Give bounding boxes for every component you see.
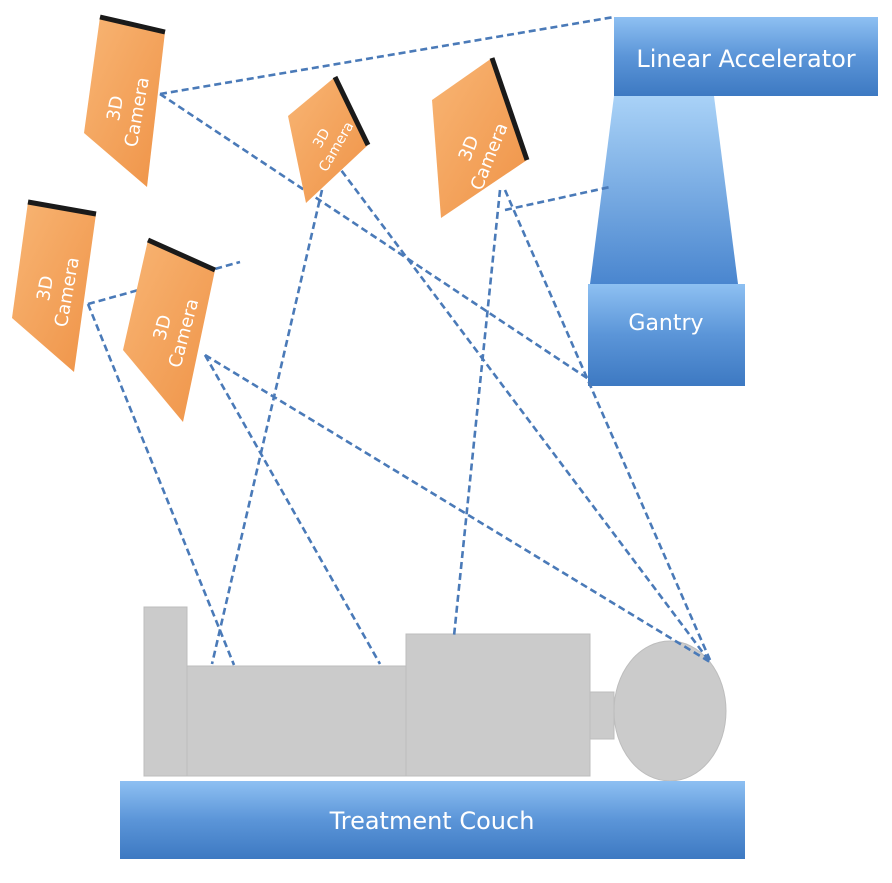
camera-1-line1: 3D [103, 94, 128, 123]
camera-4-line1: 3D [33, 274, 58, 303]
gantry-head [590, 96, 738, 284]
camera-2: 3D Camera [288, 75, 371, 203]
camera-sight-lines [86, 15, 712, 666]
patient-torso [405, 633, 591, 777]
treatment-couch: Treatment Couch [120, 781, 745, 859]
patient-neck [589, 691, 615, 740]
gantry: Gantry [588, 284, 745, 386]
camera-1: 3D Camera [84, 14, 166, 187]
patient [143, 606, 727, 782]
sight-line [333, 161, 712, 663]
sight-line [452, 189, 502, 637]
sight-line [503, 189, 712, 661]
couch-label: Treatment Couch [329, 807, 535, 835]
sight-line [504, 185, 611, 212]
linac-label: Linear Accelerator [636, 45, 855, 73]
gantry-label: Gantry [628, 311, 703, 336]
camera-4: 3D Camera [12, 199, 97, 372]
patient-head [613, 640, 727, 782]
sight-line [210, 189, 324, 665]
sight-line [203, 354, 382, 665]
camera-5: 3D Camera [123, 237, 217, 422]
sight-line [159, 15, 615, 96]
sight-line [204, 353, 711, 664]
sight-line [159, 92, 591, 382]
sight-line [86, 303, 236, 666]
patient-legs [186, 665, 408, 777]
patient-feet [143, 606, 188, 777]
linear-accelerator: Linear Accelerator [614, 17, 878, 96]
camera-3: 3D Camera [432, 57, 530, 218]
